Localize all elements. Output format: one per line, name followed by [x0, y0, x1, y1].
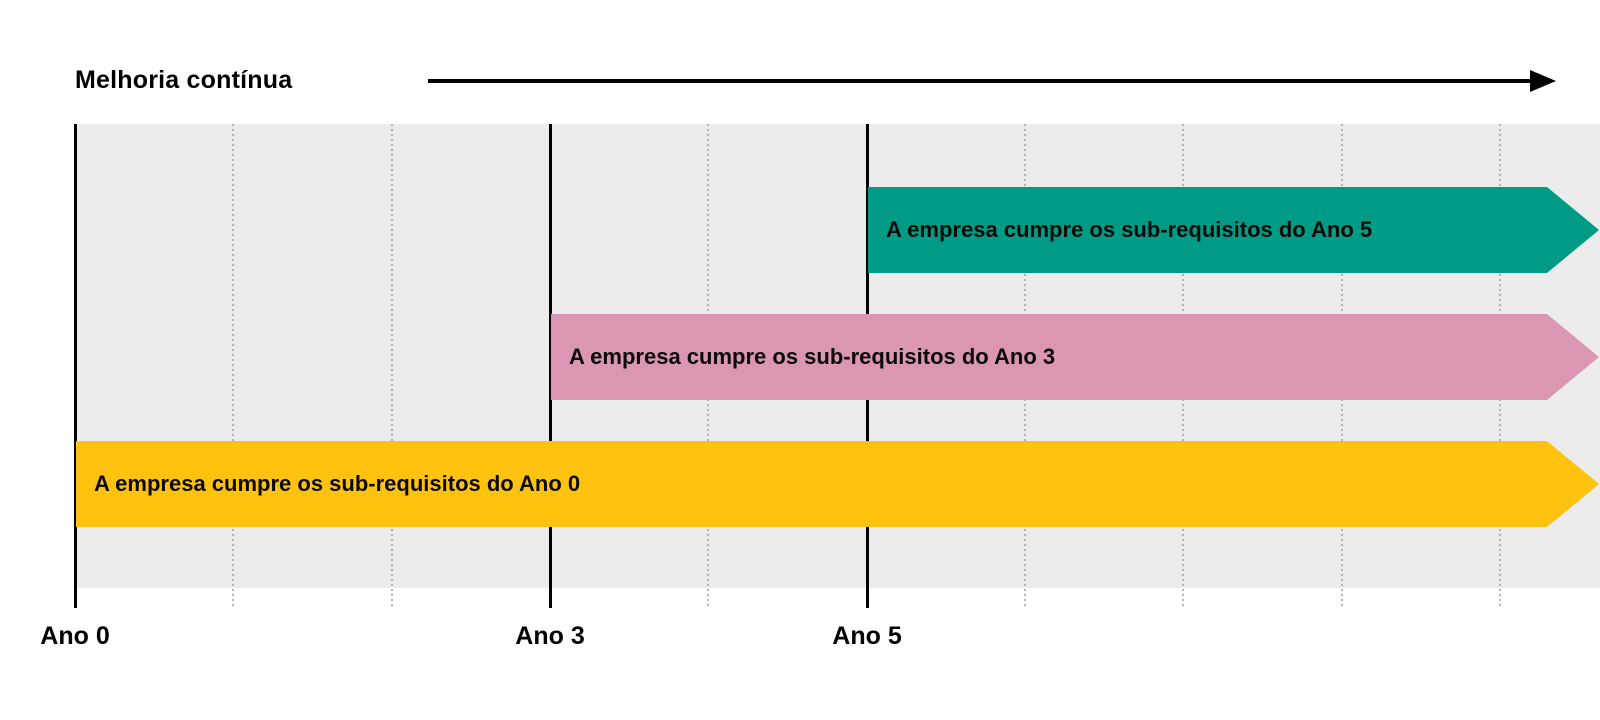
gridline-year-1	[232, 124, 234, 608]
bar-label-ano-5: A empresa cumpre os sub-requisitos do An…	[886, 217, 1373, 242]
right-arrow-icon	[428, 70, 1556, 92]
gridline-year-2	[391, 124, 393, 608]
page-title: Melhoria contínua	[75, 66, 293, 94]
axis-line-ano-3	[549, 124, 552, 608]
axis-label-ano-5: Ano 5	[832, 622, 902, 650]
axis-label-ano-0: Ano 0	[40, 622, 110, 650]
bar-ano-5: A empresa cumpre os sub-requisitos do An…	[868, 187, 1599, 273]
bar-label-ano-0: A empresa cumpre os sub-requisitos do An…	[94, 471, 581, 496]
bar-ano-0: A empresa cumpre os sub-requisitos do An…	[76, 441, 1599, 527]
axis-label-ano-3: Ano 3	[515, 622, 585, 650]
axis-line-ano-0	[74, 124, 77, 608]
bar-label-ano-3: A empresa cumpre os sub-requisitos do An…	[569, 344, 1056, 369]
bar-ano-3: A empresa cumpre os sub-requisitos do An…	[551, 314, 1599, 400]
